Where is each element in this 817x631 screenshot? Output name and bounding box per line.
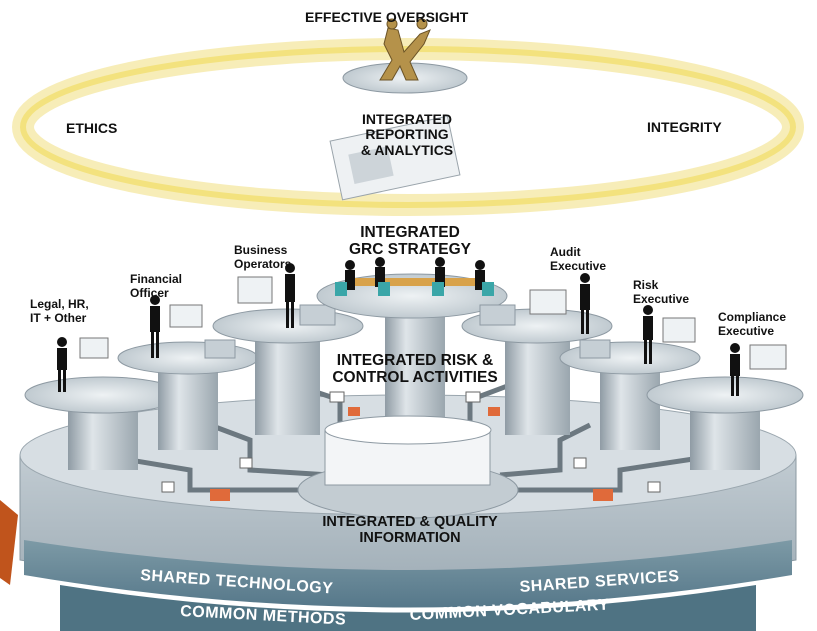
person-legal-icon xyxy=(57,337,109,392)
person-financial-icon xyxy=(150,295,203,358)
role-financial-label: Financial Officer xyxy=(130,272,183,300)
person-risk-icon xyxy=(643,305,696,364)
role-business-label: Business Operators xyxy=(234,243,292,271)
role-audit-label: Audit Executive xyxy=(550,245,607,273)
person-audit-icon xyxy=(529,273,590,334)
report-document-icon xyxy=(329,115,461,201)
information-core xyxy=(297,415,519,519)
common-band xyxy=(60,585,756,631)
shared-band xyxy=(24,540,792,608)
quality-information-label: INTEGRATED & QUALITY INFORMATION xyxy=(322,514,498,546)
ethics-label: ETHICS xyxy=(66,120,118,136)
role-legal-label: Legal, HR, IT + Other xyxy=(30,297,89,325)
pillar-audit xyxy=(461,304,613,435)
pillar-financial xyxy=(117,339,259,450)
person-business-icon xyxy=(237,263,295,328)
pillar-compliance xyxy=(646,376,804,470)
role-compliance-label: Compliance Executive xyxy=(718,310,787,338)
meeting-table-icon xyxy=(335,257,494,296)
risk-control-label: INTEGRATED RISK & CONTROL ACTIVITIES xyxy=(332,352,498,387)
grc-strategy-label: INTEGRATED GRC STRATEGY xyxy=(349,224,471,259)
integrity-label: INTEGRITY xyxy=(647,119,722,135)
person-compliance-icon xyxy=(730,343,787,396)
pillar-business xyxy=(212,304,364,435)
connector-lines xyxy=(99,382,721,493)
role-risk-label: Risk Executive xyxy=(633,278,690,306)
orange-accent xyxy=(0,500,18,585)
effective-oversight-label: EFFECTIVE OVERSIGHT xyxy=(305,9,469,25)
reporting-analytics-label: INTEGRATED REPORTING & ANALYTICS xyxy=(360,111,454,158)
data-chips xyxy=(161,391,661,501)
oversight-figures-icon xyxy=(379,18,431,81)
pillar-risk xyxy=(559,339,701,450)
